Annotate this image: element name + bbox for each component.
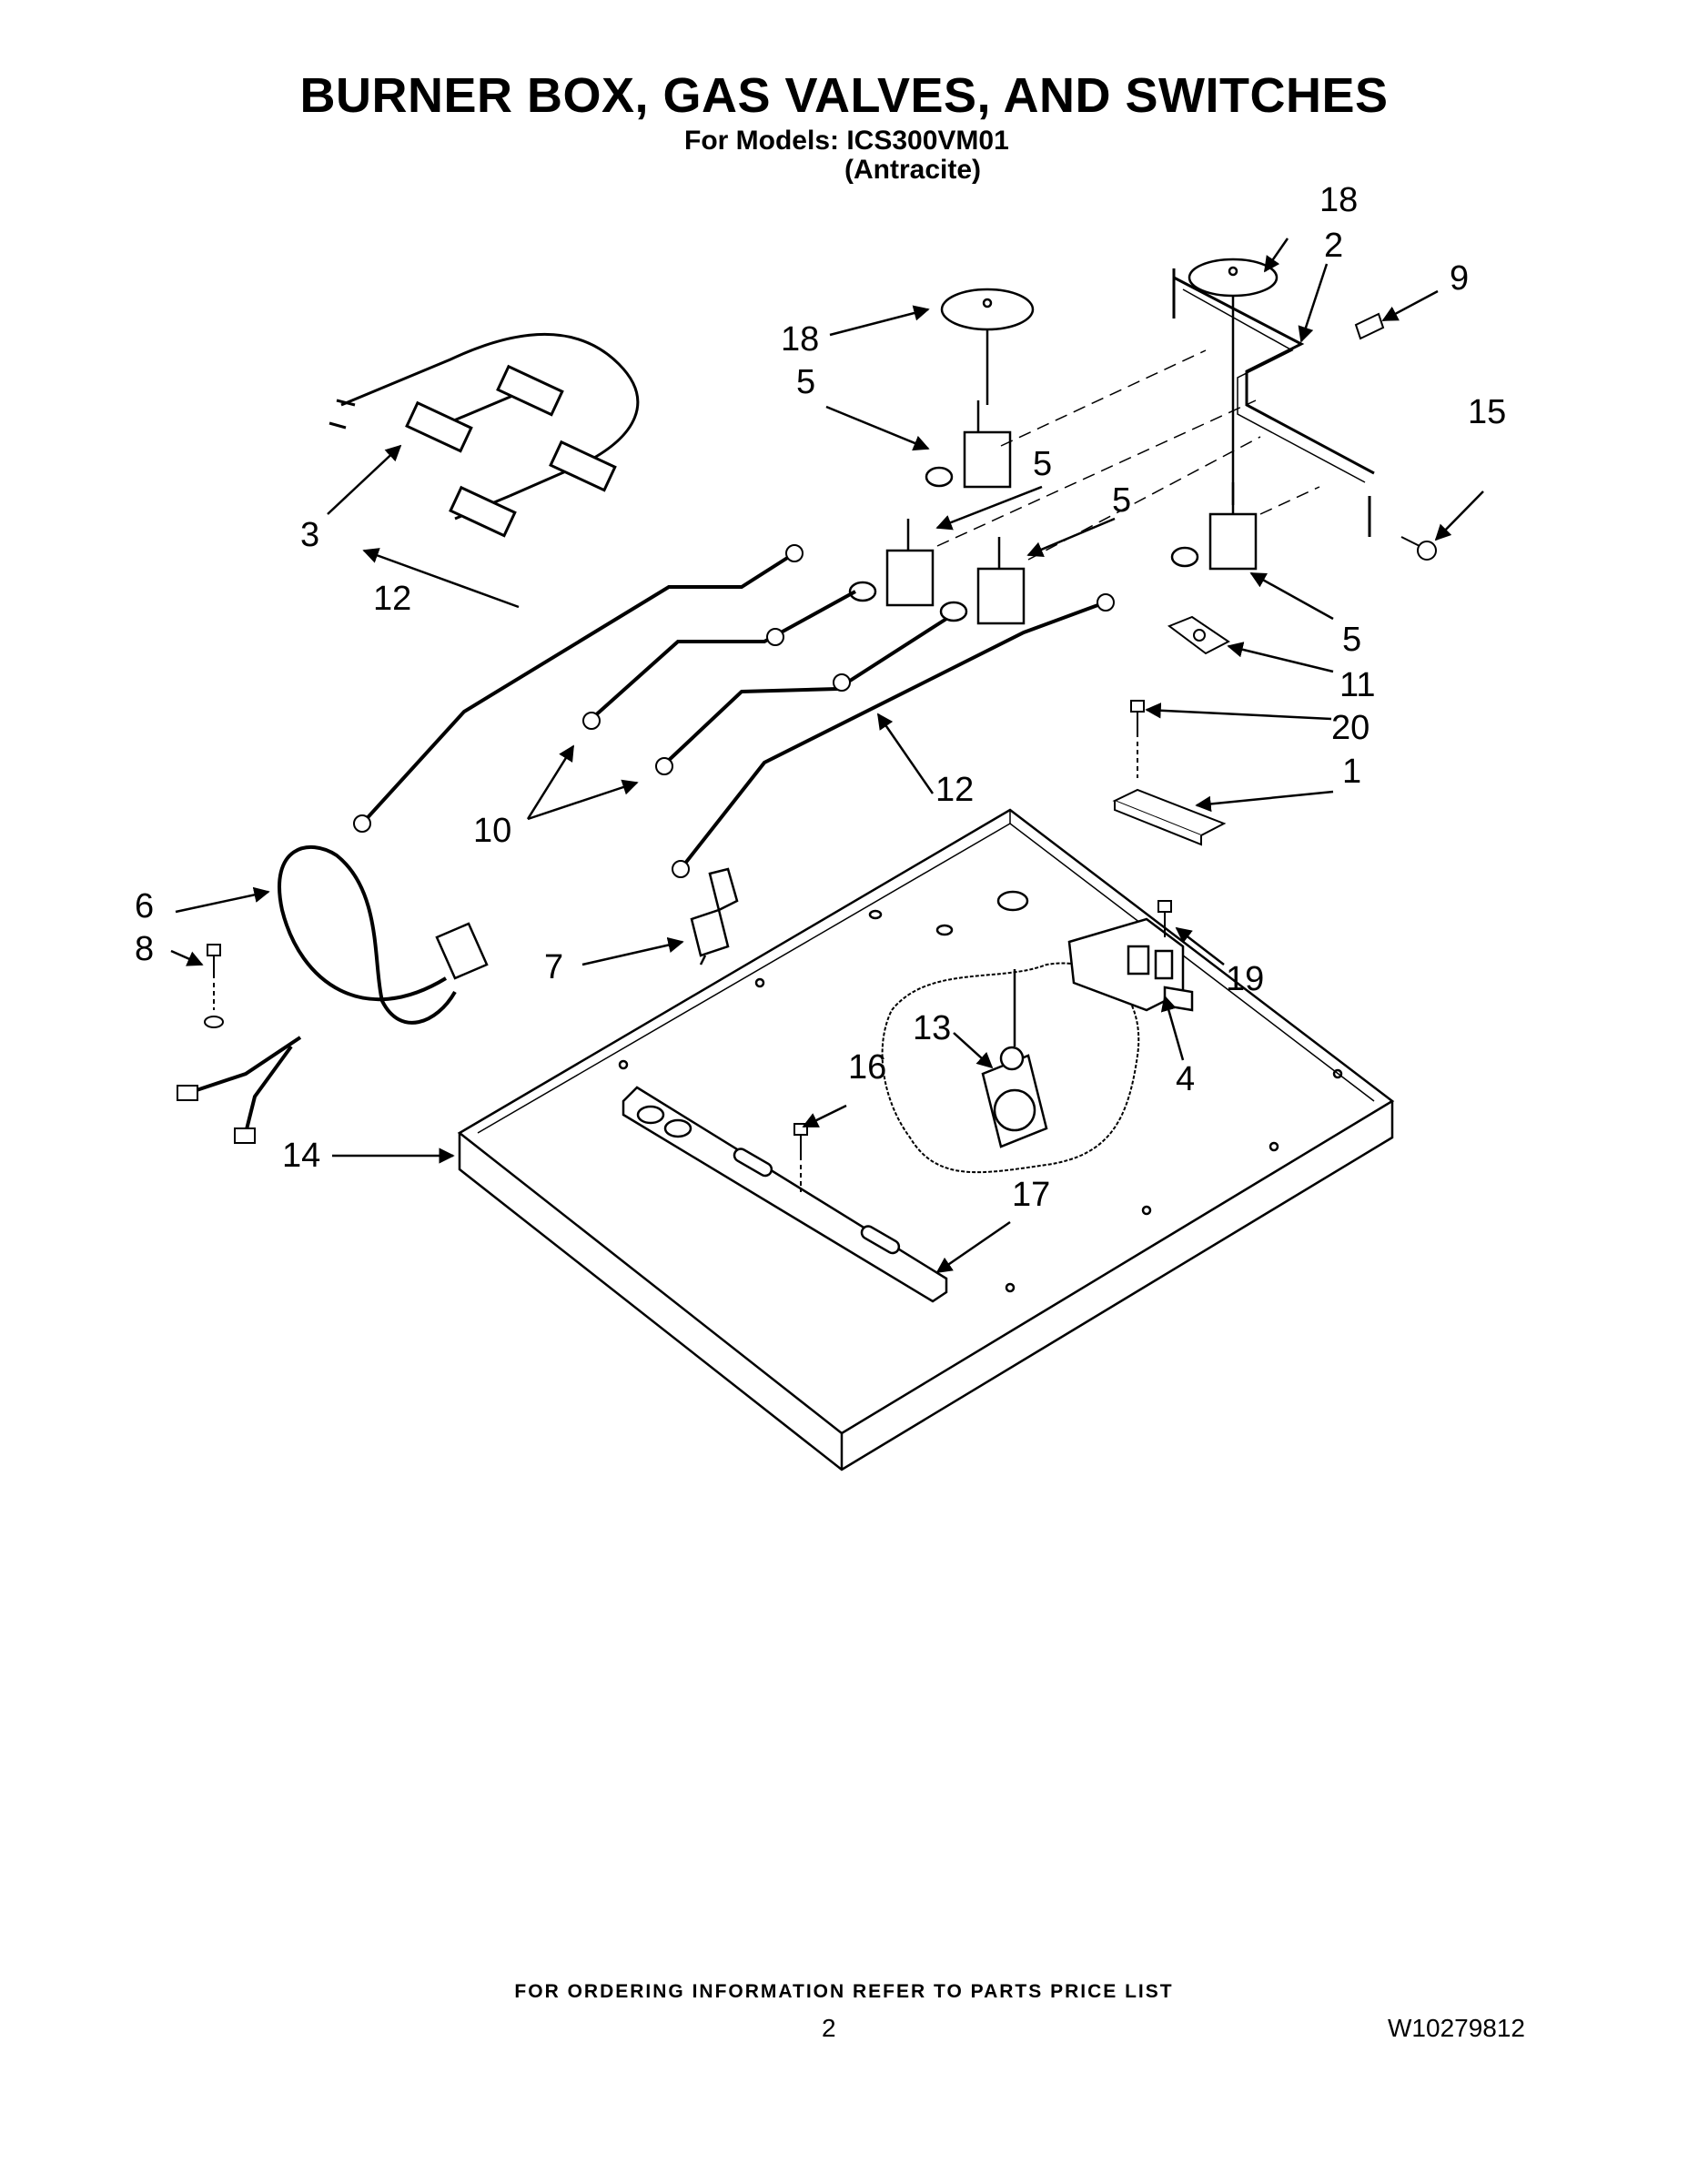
screw-9	[1354, 312, 1385, 340]
callout-12-a: 12	[373, 580, 411, 618]
screw-15	[1400, 536, 1437, 561]
callout-16: 16	[848, 1048, 886, 1087]
callout-leaders	[170, 238, 1484, 1274]
page-number: 2	[822, 2014, 836, 2042]
gas-tubes	[360, 553, 1111, 871]
callout-18-a: 18	[781, 320, 819, 359]
callout-18-b: 18	[1319, 181, 1358, 219]
callout-9: 9	[1450, 259, 1469, 298]
document-number: W10279812	[1388, 2014, 1526, 2042]
screw-19	[1157, 900, 1172, 937]
callout-labels: 1 2 3 4 5 5 5 5 6 7 8 9 10 11 12 12 13 1…	[135, 181, 1506, 1214]
callout-19: 19	[1226, 960, 1264, 998]
model-variant: (Antracite)	[844, 155, 982, 185]
wiring-harness	[329, 332, 640, 538]
callout-15: 15	[1468, 393, 1506, 431]
callout-8: 8	[135, 930, 154, 968]
callout-6: 6	[135, 887, 154, 925]
burner-cap-front	[940, 288, 1035, 405]
callout-20: 20	[1331, 709, 1370, 747]
models-label: For Models: ICS300VM01	[684, 126, 1009, 156]
callout-7: 7	[544, 948, 563, 986]
front-rail	[622, 1086, 948, 1303]
gas-valve-2	[848, 519, 935, 607]
callout-13: 13	[913, 1009, 951, 1047]
callout-5-a: 5	[796, 363, 815, 401]
page-title: BURNER BOX, GAS VALVES, AND SWITCHES	[299, 68, 1389, 123]
callout-11: 11	[1339, 666, 1375, 704]
callout-5-b: 5	[1033, 445, 1052, 483]
tube-fittings	[353, 544, 1115, 878]
bracket	[1112, 788, 1227, 846]
screw-8	[204, 944, 224, 1028]
manifold-pipe	[1172, 268, 1375, 537]
gas-valve-1	[925, 400, 1012, 489]
gas-valve-3	[939, 537, 1026, 625]
callout-5-c: 5	[1112, 481, 1131, 520]
callout-3: 3	[300, 516, 319, 554]
callout-4: 4	[1176, 1060, 1195, 1098]
callout-17: 17	[1012, 1176, 1050, 1214]
callout-2: 2	[1324, 227, 1343, 265]
gasket	[1167, 615, 1230, 655]
gas-valve-4	[1170, 482, 1258, 571]
callout-1: 1	[1342, 753, 1361, 791]
power-cord	[177, 844, 489, 1144]
callout-5-d: 5	[1342, 621, 1361, 659]
callout-10: 10	[473, 812, 511, 850]
callout-12-b: 12	[935, 771, 974, 809]
switch-connector	[690, 867, 739, 966]
main-gas-valve	[981, 969, 1048, 1148]
callout-14: 14	[282, 1137, 320, 1175]
screw-20	[1130, 700, 1145, 778]
burner-cap-rear	[1188, 258, 1279, 505]
ordering-info: FOR ORDERING INFORMATION REFER TO PARTS …	[514, 1981, 1174, 2002]
